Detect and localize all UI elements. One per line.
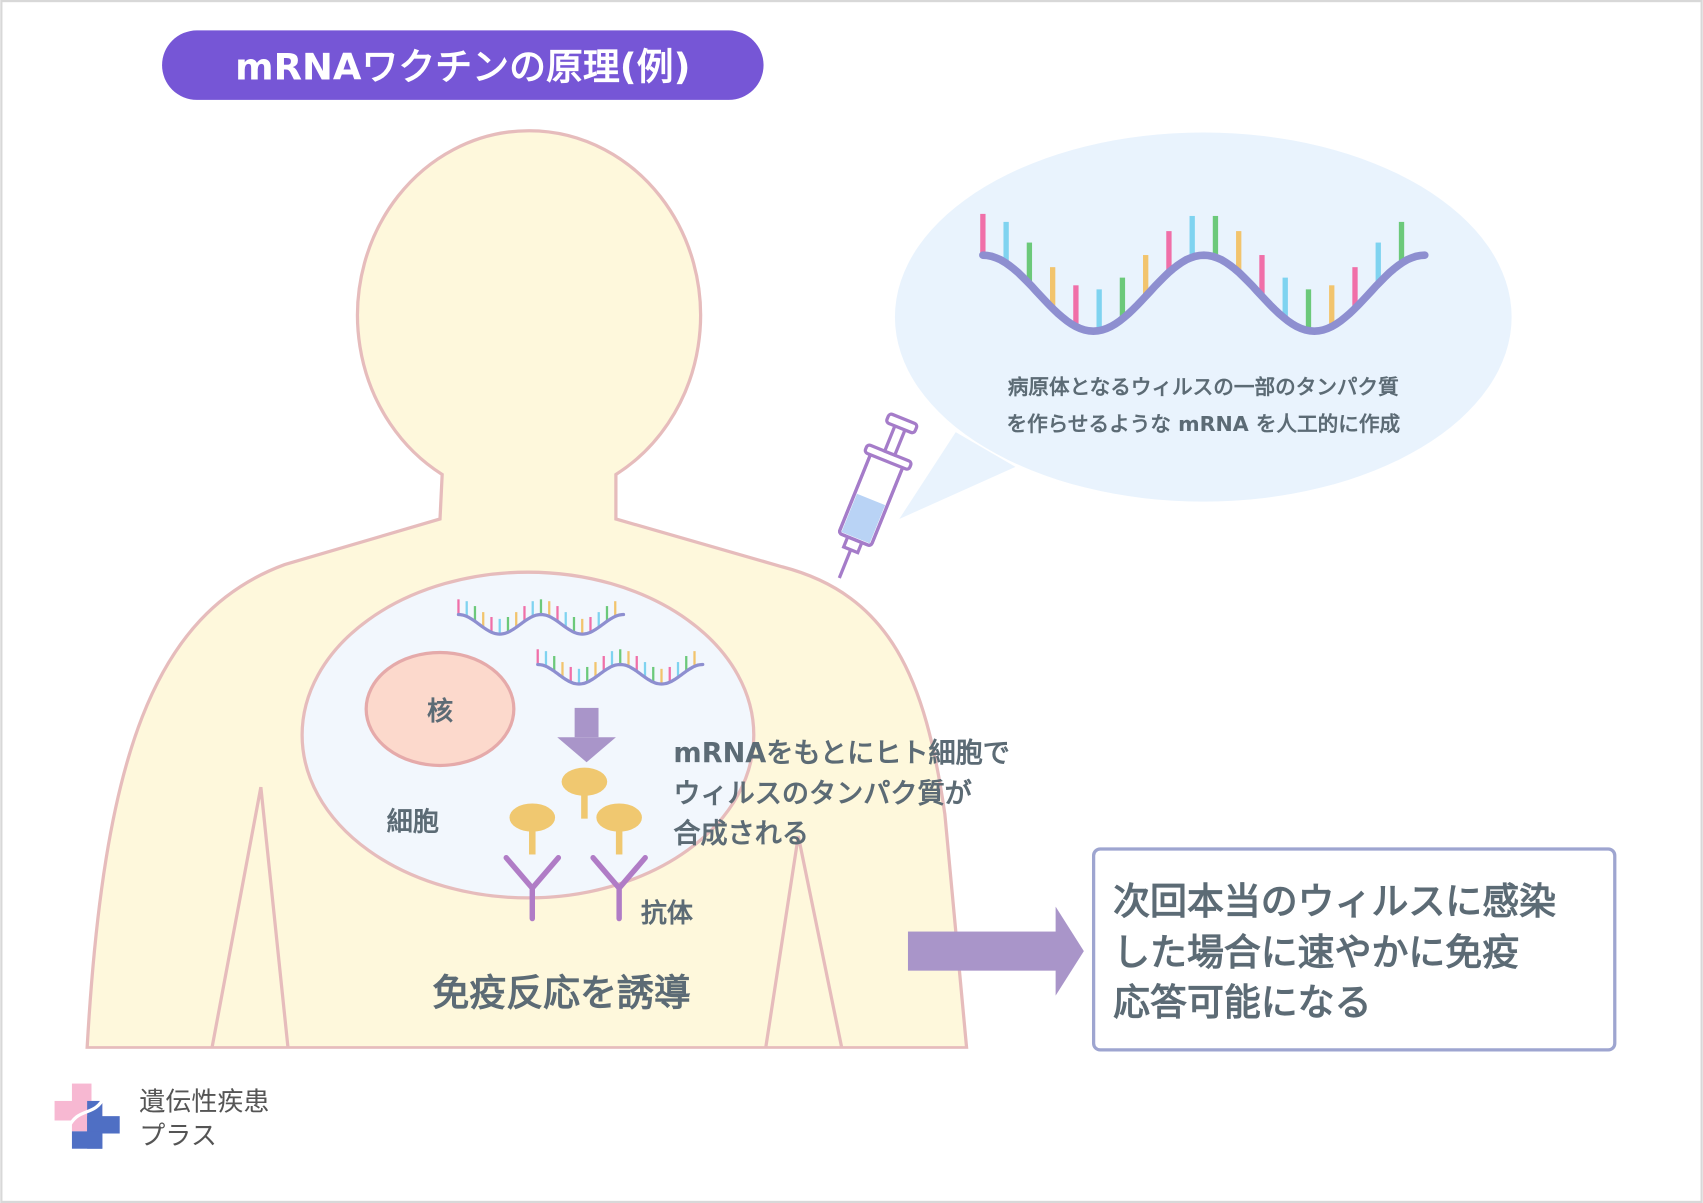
syringe-icon (837, 412, 919, 579)
right-arrow-icon (907, 906, 1084, 996)
logo-text-line2: プラス (139, 1121, 217, 1151)
title-badge: mRNAワクチンの原理(例) (162, 30, 764, 100)
antibody-icon (503, 855, 648, 922)
title-text: mRNAワクチンの原理(例) (235, 45, 690, 88)
synthesis-text-line3: 合成される (673, 818, 809, 850)
mrna-strand-large (979, 213, 1429, 335)
bubble-text-line2: を作らせるような mRNA を人工的に作成 (1006, 412, 1400, 436)
result-line2: した場合に速やかに免疫 (1113, 931, 1519, 974)
cell: 核 細胞 (300, 570, 756, 922)
mrna-backbone (979, 251, 1429, 335)
result-box: 次回本当のウィルスに感染 した場合に速やかに免疫 応答可能になる (1091, 847, 1617, 1052)
viral-protein-icon (509, 767, 642, 855)
nucleus-label: 核 (427, 696, 453, 727)
bubble-text-line1: 病原体となるウィルスの一部のタンパク質 (1008, 375, 1399, 399)
down-arrow-icon (557, 707, 616, 763)
antibody-label: 抗体 (641, 898, 694, 929)
mrna-backbone (456, 612, 626, 636)
synthesis-text-line1: mRNAをもとにヒト細胞で (673, 738, 1009, 769)
result-line1: 次回本当のウィルスに感染 (1113, 880, 1556, 923)
result-line3: 応答可能になる (1113, 981, 1371, 1024)
cell-label: 細胞 (387, 807, 439, 838)
mrna-backbone (536, 662, 705, 686)
induce-label: 免疫反応を誘導 (432, 971, 690, 1014)
logo-text-line1: 遺伝性疾患 (139, 1088, 269, 1118)
site-logo[interactable]: 遺伝性疾患 プラス (54, 1083, 270, 1152)
synthesis-text-line2: ウィルスのタンパク質が (673, 777, 972, 809)
mrna-strand-small-2 (536, 649, 705, 686)
mrna-strand-small-1 (456, 599, 626, 636)
logo-cross-icon (54, 1083, 120, 1149)
speech-bubble: 病原体となるウィルスの一部のタンパク質 を作らせるような mRNA を人工的に作… (894, 132, 1512, 519)
nucleus (364, 650, 516, 768)
